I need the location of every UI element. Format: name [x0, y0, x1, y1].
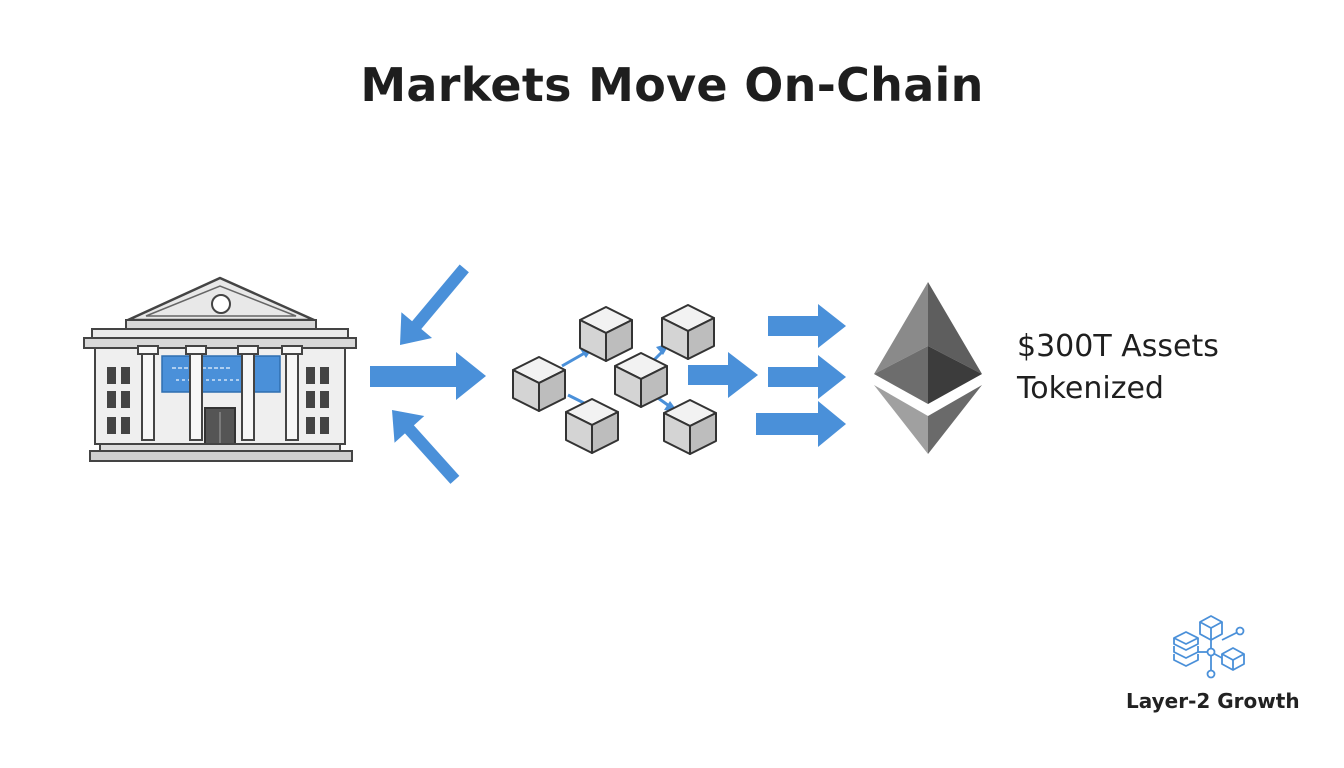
layer2-network-icon	[1173, 615, 1245, 679]
tokenized-assets-callout: $300T Assets Tokenized	[1017, 326, 1219, 410]
arrow-inbound-middle	[370, 352, 486, 400]
arrow-inbound-bottom	[392, 410, 460, 484]
arrow-chain-out	[688, 352, 758, 398]
outflow-arrows	[756, 304, 846, 447]
page-title: Markets Move On-Chain	[360, 58, 984, 112]
blockchain-network-icon	[512, 304, 717, 455]
callout-line-2: Tokenized	[1017, 371, 1164, 406]
bank-building-icon	[83, 276, 357, 462]
ethereum-logo-icon	[874, 282, 982, 454]
layer2-badge-label: Layer-2 Growth	[1126, 689, 1300, 713]
arrow-inbound-top	[400, 264, 469, 345]
callout-line-1: $300T Assets	[1017, 329, 1219, 364]
inflow-arrows	[370, 264, 486, 484]
